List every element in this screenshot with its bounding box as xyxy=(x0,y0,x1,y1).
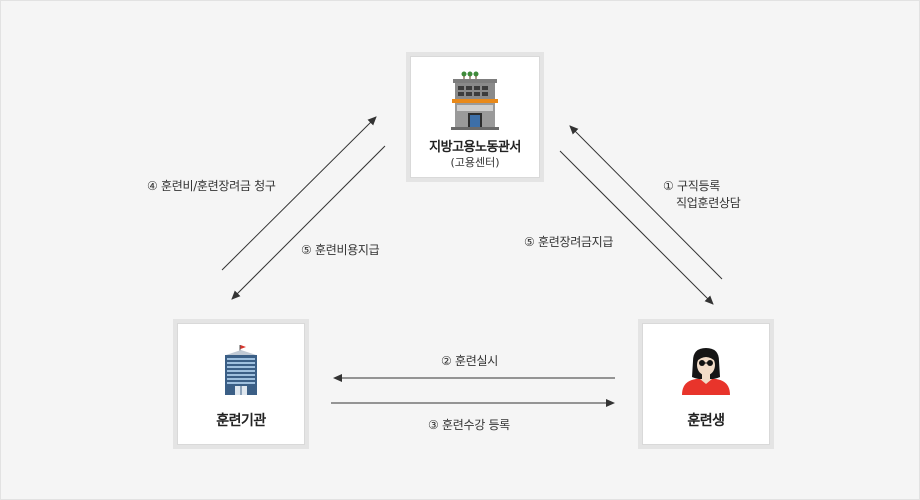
person-icon xyxy=(682,348,730,395)
office-subtitle: (고용센터) xyxy=(450,156,500,169)
label-cost-payment: ⑤ 훈련비용지급 xyxy=(301,243,380,257)
arrow-registration xyxy=(569,125,723,280)
arrow-allowance-payment xyxy=(559,150,714,305)
label-enrollment: ③ 훈련수강 등록 xyxy=(428,418,510,432)
building-tower-icon xyxy=(225,345,257,395)
building-office-icon xyxy=(451,71,499,130)
label-registration-line1: ① 구직등록 xyxy=(663,179,720,193)
arrow-cost-payment xyxy=(231,145,386,300)
label-allowance-payment: ⑤ 훈련장려금지급 xyxy=(524,235,614,249)
arrow-claim xyxy=(221,116,377,271)
label-registration-line2: 직업훈련상담 xyxy=(676,196,741,210)
institution-title: 훈련기관 xyxy=(216,413,266,429)
office-title: 지방고용노동관서 xyxy=(429,140,521,155)
label-claim: ④ 훈련비/훈련장려금 청구 xyxy=(147,179,276,193)
label-training: ② 훈련실시 xyxy=(441,354,498,368)
trainee-title: 훈련생 xyxy=(687,413,725,429)
node-trainee: 훈련생 xyxy=(638,319,774,449)
node-office: 지방고용노동관서 (고용센터) xyxy=(406,52,544,182)
node-institution: 훈련기관 xyxy=(173,319,309,449)
